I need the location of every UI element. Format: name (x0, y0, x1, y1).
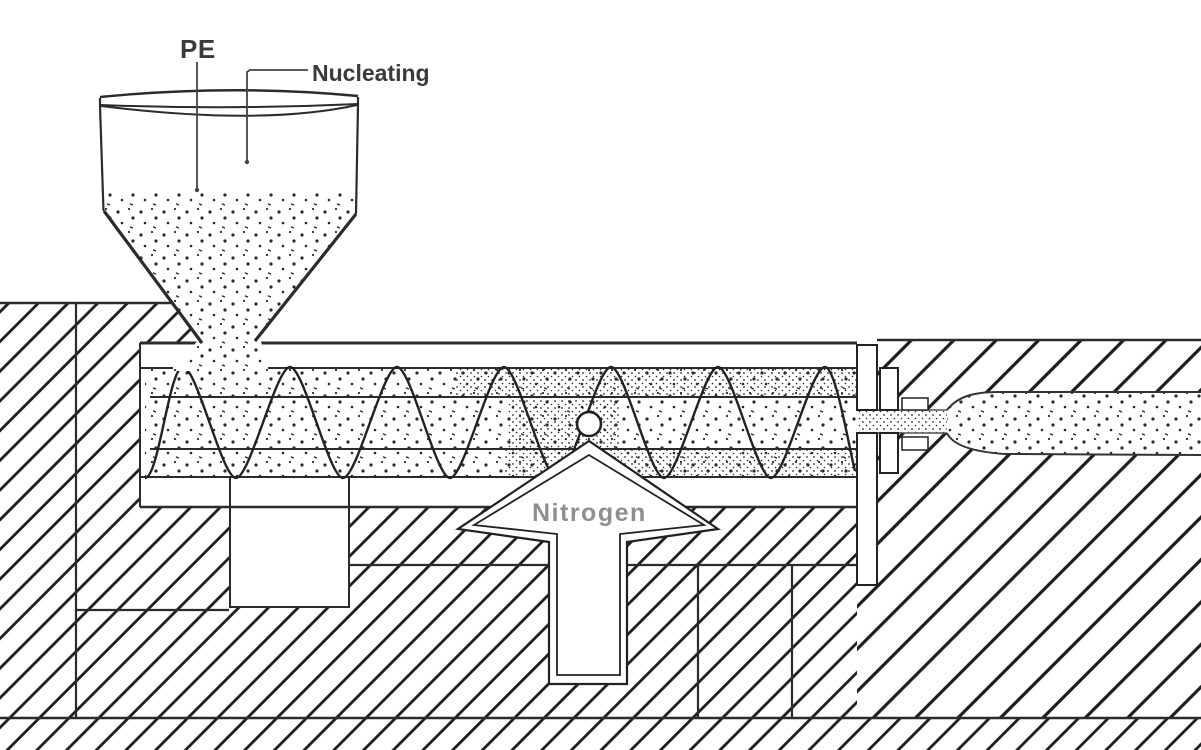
pe-label: PE (180, 34, 216, 64)
die-assembly (856, 344, 1201, 586)
die-clamp-lower (901, 436, 929, 451)
gearbox-gap (229, 478, 350, 608)
nitrogen-label: Nitrogen (532, 499, 647, 527)
die-block-lower (857, 433, 1201, 718)
die-flange-bars (856, 344, 929, 586)
leader-lines (194, 62, 308, 193)
feed-throat (176, 341, 267, 371)
nitrogen-arrow (455, 410, 721, 686)
nitrogen-inlet-circle (575, 410, 603, 438)
melt-channel (857, 411, 947, 433)
hopper-pellets (103, 191, 356, 343)
nitrogen-arrow-inner-line (471, 453, 707, 676)
die-block-upper (877, 340, 1201, 410)
extrudate-strand (947, 392, 1201, 455)
machine-base (0, 718, 1201, 750)
hopper-funnel (102, 210, 204, 344)
nucleating-label: Nucleating (312, 60, 430, 86)
die-clamp-upper (901, 397, 929, 411)
extruder-screw (144, 365, 857, 480)
melt-fine-band-top (455, 369, 857, 396)
hopper (98, 89, 360, 371)
nucleating-leader-line (246, 69, 308, 162)
hopper-lid (99, 89, 359, 99)
nitrogen-arrow-outline (455, 439, 721, 686)
